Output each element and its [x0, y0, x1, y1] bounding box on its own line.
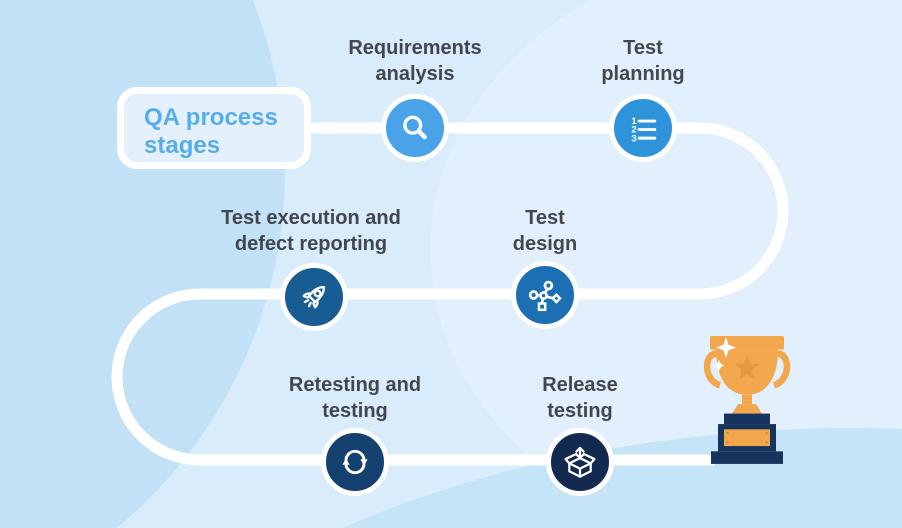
test-planning-circle: 1 2 3 — [609, 94, 677, 162]
label-line: analysis — [375, 63, 455, 85]
stage-label-test-planning: Test planning — [533, 35, 753, 87]
label-line: design — [512, 233, 578, 255]
retesting-circle — [321, 428, 389, 496]
label-line: defect reporting — [234, 233, 388, 255]
stage-label-test-design: Test design — [435, 205, 655, 257]
svg-text:1: 1 — [631, 116, 637, 127]
label-line: Release — [542, 374, 618, 396]
test-execution-circle — [280, 263, 348, 331]
title-box: QA process stages — [117, 87, 311, 169]
title-line-1: QA process — [144, 104, 278, 131]
release-testing-circle — [546, 428, 614, 496]
label-line: Test execution and — [221, 207, 401, 229]
label-line: Test — [525, 207, 565, 229]
magnifier-icon — [403, 115, 427, 140]
trophy-sparkle-large — [716, 337, 736, 359]
trophy-plaque — [724, 429, 770, 447]
svg-text:2: 2 — [631, 125, 636, 136]
rocket-icon — [302, 285, 326, 309]
network-nodes-icon — [528, 280, 562, 312]
label-line: Test — [623, 37, 663, 59]
trophy-sparkle-small — [714, 360, 724, 371]
trophy-star — [734, 354, 760, 380]
title-line-2: stages — [144, 132, 221, 159]
svg-text:3: 3 — [631, 133, 636, 144]
stage-label-requirements-analysis: Requirements analysis — [300, 35, 530, 87]
label-line: testing — [322, 400, 388, 422]
label-line: Retesting and — [288, 374, 422, 396]
label-line: planning — [601, 63, 685, 85]
numbered-list-icon: 1 2 3 — [631, 116, 657, 144]
stage-label-retesting: Retesting and testing — [240, 372, 470, 424]
open-box-icon — [564, 446, 596, 478]
refresh-icon — [342, 449, 368, 475]
test-design-circle — [511, 261, 579, 329]
process-path-line — [111, 122, 789, 466]
trophy-icon — [703, 336, 791, 464]
label-line: testing — [547, 400, 613, 422]
stage-label-release-testing: Release testing — [470, 372, 690, 424]
requirements-analysis-circle — [381, 94, 449, 162]
stage-label-test-execution: Test execution and defect reporting — [196, 205, 426, 257]
label-line: Requirements — [348, 37, 482, 59]
